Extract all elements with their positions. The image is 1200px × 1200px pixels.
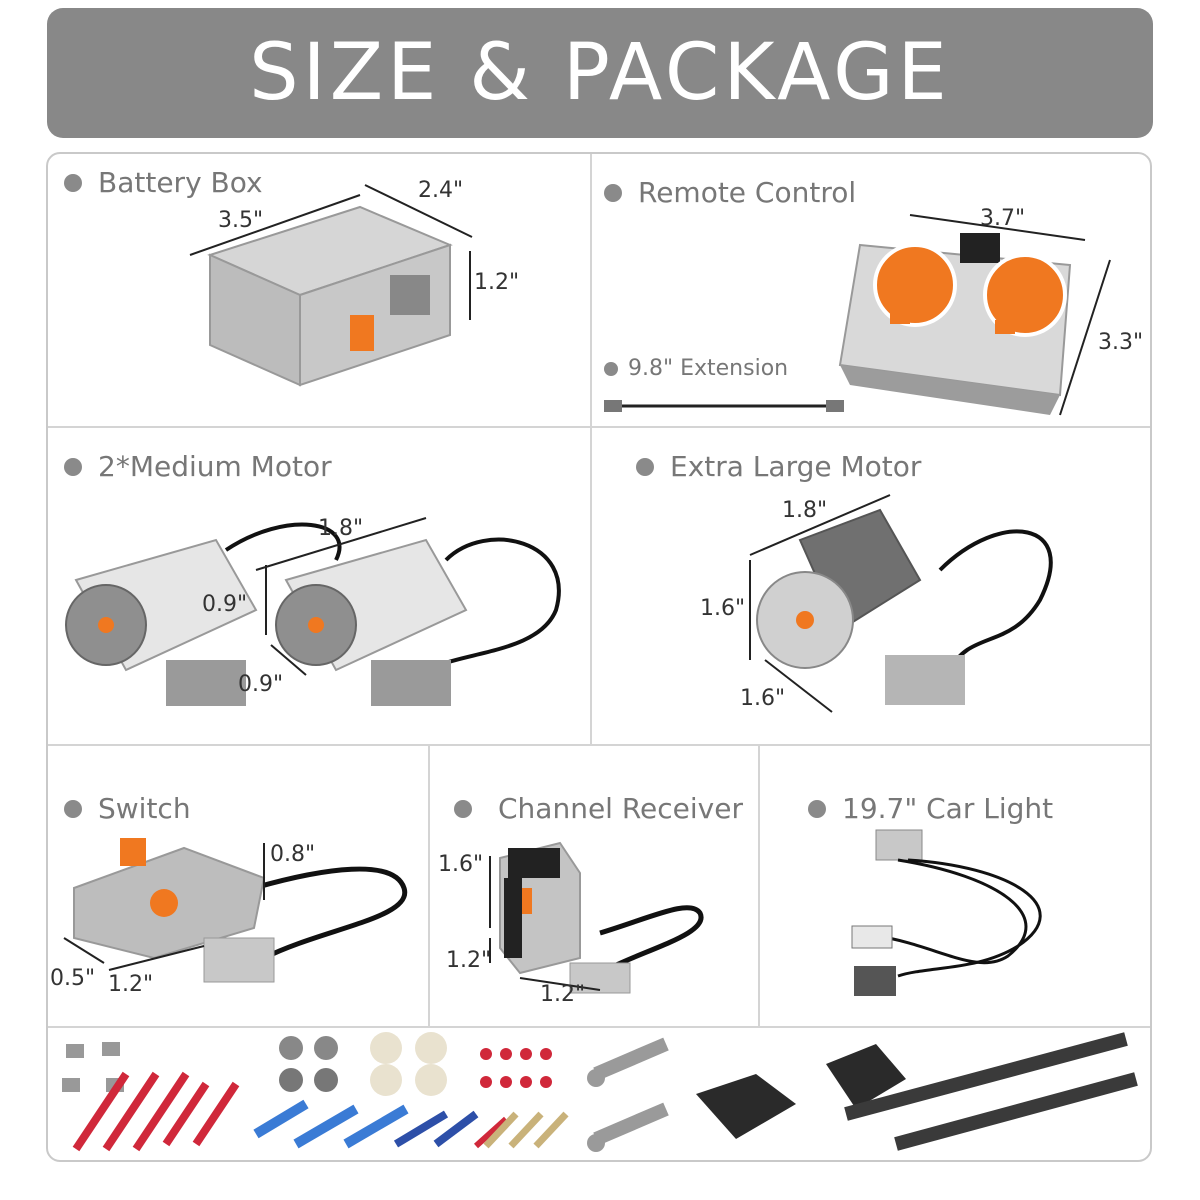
xl-motor-label: Extra Large Motor [636,450,921,483]
switch-image [63,838,408,983]
xl-motor-height: 1.6" [700,596,746,621]
gears [279,1032,447,1096]
battery-box-width: 2.4" [418,178,464,203]
axles [72,1071,240,1152]
battery-box-length: 3.5" [218,208,264,233]
medium-motor-length: 1.8" [318,516,364,541]
remote-control-image [838,214,1111,416]
bullet-icon [604,183,622,202]
gear-racks [844,1032,1138,1151]
medium-motor-width: 0.9" [238,672,284,697]
bullet-icon [454,799,472,818]
bullet-icon [604,361,618,376]
car-light-image [851,829,1042,996]
bullet-icon [808,799,826,818]
page-title: SIZE & PACKAGE [249,28,951,118]
car-light-label: 19.7" Car Light [808,792,1053,825]
receiver-label: Channel Receiver [454,792,743,825]
extension-label: 9.8" Extension [604,356,788,381]
panels [696,1044,906,1139]
switch-depth: 0.5" [50,966,96,991]
receiver-image [489,841,704,994]
medium-motor-image [65,517,561,706]
divider [428,744,430,1026]
connector-pieces [62,1042,124,1092]
bullet-icon [636,457,654,476]
remote-control-label: Remote Control [604,176,856,209]
bullet-icon [64,173,82,192]
switch-height: 0.8" [270,842,316,867]
receiver-depth: 1.2" [446,948,492,973]
battery-box-height: 1.2" [474,270,520,295]
divider [48,426,1150,428]
steering-arms [587,1037,669,1152]
medium-motor-label: 2*Medium Motor [64,450,332,483]
extension-cable-image [604,400,844,412]
accessories-parts [62,1032,1138,1152]
product-panel [46,152,1152,1162]
divider [48,744,1150,746]
xl-motor-width: 1.6" [740,686,786,711]
switch-label: Switch [64,792,191,825]
receiver-width: 1.2" [540,982,586,1007]
pins [480,1048,569,1149]
divider [758,744,760,1026]
receiver-height: 1.6" [438,852,484,877]
beams [253,1099,509,1149]
title-banner: SIZE & PACKAGE [47,8,1153,138]
divider [590,154,592,744]
battery-box-image [189,184,473,387]
bullet-icon [64,799,82,818]
medium-motor-height: 0.9" [202,592,248,617]
switch-width: 1.2" [108,972,154,997]
divider [48,1026,1150,1028]
xl-motor-image [749,494,1053,713]
xl-motor-length: 1.8" [782,498,828,523]
remote-control-width: 3.7" [980,206,1026,231]
bullet-icon [64,457,82,476]
battery-box-label: Battery Box [64,166,263,199]
remote-control-depth: 3.3" [1098,330,1144,355]
